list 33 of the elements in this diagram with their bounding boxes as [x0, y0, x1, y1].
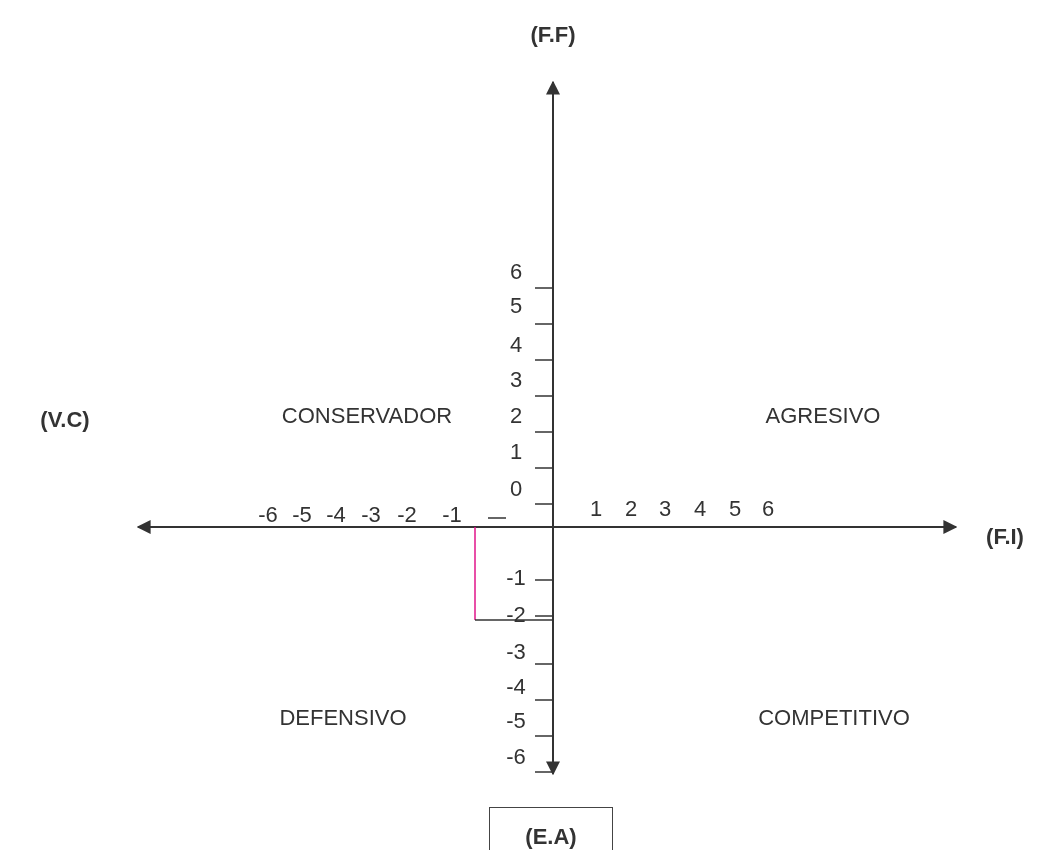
tick-label: 6 [509, 261, 523, 283]
tick-label: 5 [728, 498, 742, 520]
tick-label: 4 [693, 498, 707, 520]
tick-label: 2 [624, 498, 638, 520]
tick-label: -2 [397, 504, 417, 526]
tick-label: 1 [509, 441, 523, 463]
tick-label: -3 [361, 504, 381, 526]
tick-label: 0 [509, 478, 523, 500]
quadrant-label: COMPETITIVO [758, 707, 910, 729]
axis-name: (V.C) [40, 409, 90, 431]
tick-label: -3 [506, 641, 526, 663]
tick-label: -4 [506, 676, 526, 698]
tick-label: 3 [509, 369, 523, 391]
tick-label: 6 [761, 498, 775, 520]
tick-label: -1 [442, 504, 462, 526]
tick-label: 5 [509, 295, 523, 317]
tick-label: -5 [292, 504, 312, 526]
axis-name-box [489, 807, 613, 850]
tick-label: -6 [258, 504, 278, 526]
tick-label: -6 [506, 746, 526, 768]
quadrant-label: AGRESIVO [765, 405, 881, 427]
tick-label: -4 [326, 504, 346, 526]
axis-name: (F.I) [986, 526, 1024, 548]
tick-label: -5 [506, 710, 526, 732]
tick-label: 1 [589, 498, 603, 520]
tick-label: 4 [509, 334, 523, 356]
quadrant-label: DEFENSIVO [279, 707, 407, 729]
tick-label: -1 [506, 567, 526, 589]
tick-label: 3 [658, 498, 672, 520]
axis-name: (F.F) [530, 24, 576, 46]
quadrant-label: CONSERVADOR [281, 405, 453, 427]
tick-label: 2 [509, 405, 523, 427]
axis-name: (E.A) [525, 824, 577, 850]
